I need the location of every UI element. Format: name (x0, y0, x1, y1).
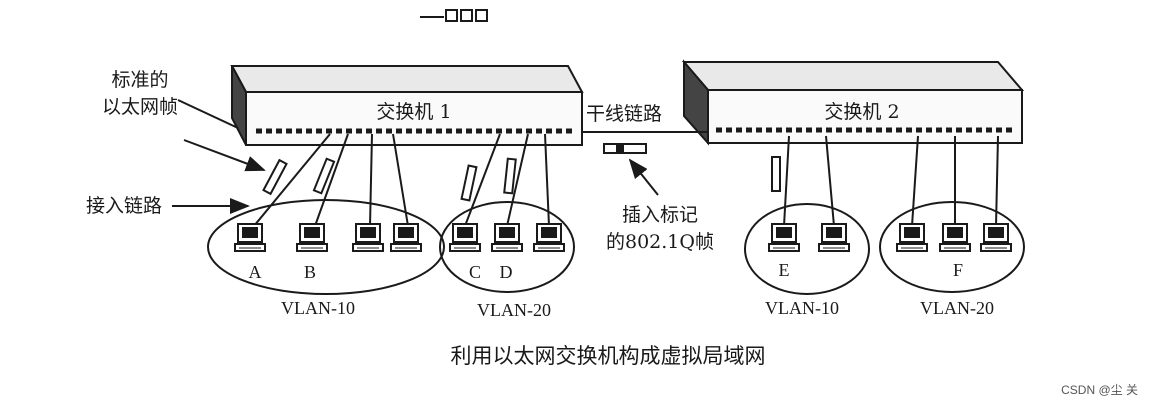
tagged-frame-icon (603, 143, 647, 154)
tagged-frame-label-1: 插入标记 (622, 204, 698, 226)
host-label-c: C (469, 262, 481, 282)
switch-2: 交换机 2 (681, 59, 1025, 146)
top-artifact (420, 9, 488, 22)
access-link-label: 接入链路 (86, 195, 162, 217)
switch-1: 交换机 1 (230, 65, 584, 146)
trunk-link-label: 干线链路 (586, 103, 662, 125)
frame-icon (262, 156, 781, 202)
vlan-group-1 (207, 199, 445, 295)
host-label-b: B (304, 262, 316, 282)
figure-caption: 利用以太网交换机构成虚拟局域网 (451, 344, 766, 368)
host-label-f: F (953, 260, 963, 280)
vlan-label-2: VLAN-20 (477, 300, 551, 320)
switch-1-label: 交换机 1 (376, 101, 451, 123)
standard-frame-label-2: 以太网帧 (102, 96, 178, 118)
host-label-a: A (249, 262, 262, 282)
vlan-label-1: VLAN-10 (281, 298, 355, 318)
host-label-e: E (779, 260, 790, 280)
vlan-label-3: VLAN-10 (765, 298, 839, 318)
vlan-label-4: VLAN-20 (920, 298, 994, 318)
switch-2-label: 交换机 2 (824, 101, 899, 123)
watermark: CSDN @尘 关 (1061, 383, 1138, 397)
vlan-group-4 (879, 201, 1025, 293)
standard-frame-label-1: 标准的 (111, 69, 168, 91)
vlan-group-2 (439, 201, 575, 293)
host-label-d: D (500, 262, 513, 282)
vlan-group-3 (744, 203, 870, 295)
access-links-s2 (783, 135, 999, 227)
tagged-frame-label-2: 的802.1Q帧 (606, 231, 714, 253)
